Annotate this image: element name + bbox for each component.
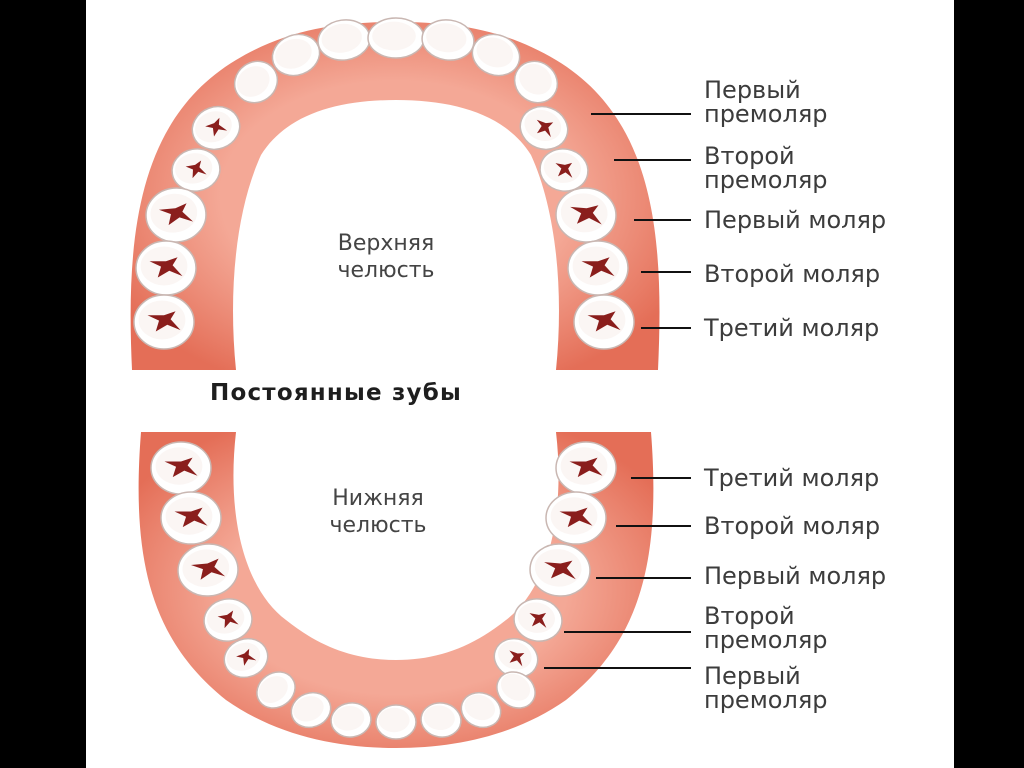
fissure <box>529 612 547 628</box>
upper-incisor-tooth <box>317 19 371 61</box>
lower-molar-tooth <box>545 491 607 545</box>
upper-first-molar-label: Первый моляр <box>704 206 887 234</box>
lower-second-molar-label: Второй моляр <box>704 512 881 540</box>
upper-molar-tooth <box>145 187 207 243</box>
fissure <box>544 560 576 580</box>
lower-incisor-tooth <box>256 671 296 709</box>
upper-second-premolar-label: Второй премоляр <box>704 142 828 194</box>
lower-incisor-tooth <box>496 671 536 709</box>
lower-incisor-tooth <box>460 691 502 729</box>
upper-gum <box>130 22 660 370</box>
upper-incisor-tooth <box>421 19 475 61</box>
fissure <box>236 648 257 666</box>
lower-molar-tooth <box>529 543 591 597</box>
fissure <box>158 203 194 226</box>
upper-incisor-tooth <box>513 60 559 104</box>
upper-jaw <box>130 17 660 370</box>
lower-first-premolar-label: Первый премоляр <box>704 662 828 714</box>
lower-premolar-tooth <box>223 637 269 679</box>
upper-premolar-tooth <box>191 105 241 151</box>
fissure <box>581 257 615 278</box>
upper-molar-tooth <box>135 240 197 296</box>
lower-first-molar-label: Первый моляр <box>704 562 887 590</box>
fissure <box>185 160 207 179</box>
lower-premolar-tooth <box>203 598 253 642</box>
lower-teeth <box>150 441 617 740</box>
fissure <box>147 311 181 332</box>
lower-molar-tooth <box>177 543 239 597</box>
lower-jaw-label: Нижняя челюсть <box>329 486 427 538</box>
lower-molar-tooth <box>160 491 222 545</box>
lower-molar-tooth <box>150 441 212 495</box>
upper-premolar-tooth <box>519 105 569 151</box>
fissure <box>217 610 239 629</box>
lower-incisor-tooth <box>330 702 372 738</box>
fissure <box>509 650 525 667</box>
lower-premolar-tooth <box>493 637 539 679</box>
lower-molar-tooth <box>555 441 617 495</box>
fissure <box>559 507 593 528</box>
leader-lines <box>544 113 691 669</box>
lower-incisor-tooth <box>375 704 417 740</box>
diagram-title: Постоянные зубы <box>210 380 462 406</box>
upper-incisor-tooth <box>367 17 425 59</box>
upper-premolar-tooth <box>171 148 221 192</box>
upper-teeth <box>133 17 635 350</box>
upper-incisor-tooth <box>233 60 279 104</box>
teeth-diagram <box>130 17 691 748</box>
upper-molar-tooth <box>555 187 617 243</box>
upper-incisor-tooth <box>471 33 521 77</box>
upper-first-premolar-label: Первый премоляр <box>704 76 828 128</box>
upper-molar-tooth <box>567 240 629 296</box>
diagram-slide: Верхняя челюсть Нижняя челюсть Постоянны… <box>86 0 954 768</box>
fissure <box>205 117 228 137</box>
lower-jaw <box>138 432 654 748</box>
fissure <box>190 558 226 580</box>
upper-molar-tooth <box>133 294 195 350</box>
fissure <box>587 311 621 332</box>
fissure <box>149 257 183 278</box>
upper-jaw-label: Верхняя челюсть <box>337 231 435 283</box>
fissure <box>569 457 603 478</box>
fissure <box>555 162 573 178</box>
upper-premolar-tooth <box>539 148 589 192</box>
lower-incisor-tooth <box>420 702 462 738</box>
fissure <box>164 457 198 478</box>
fissure <box>536 119 554 138</box>
upper-second-molar-label: Второй моляр <box>704 260 881 288</box>
fissure <box>570 205 602 225</box>
lower-incisor-tooth <box>290 691 332 729</box>
lower-second-premolar-label: Второй премоляр <box>704 602 828 654</box>
lower-premolar-tooth <box>513 598 563 642</box>
fissure <box>174 507 208 528</box>
upper-third-molar-label: Третий моляр <box>704 314 880 342</box>
upper-incisor-tooth <box>271 33 321 77</box>
lower-third-molar-label: Третий моляр <box>704 464 880 492</box>
upper-molar-tooth <box>573 294 635 350</box>
